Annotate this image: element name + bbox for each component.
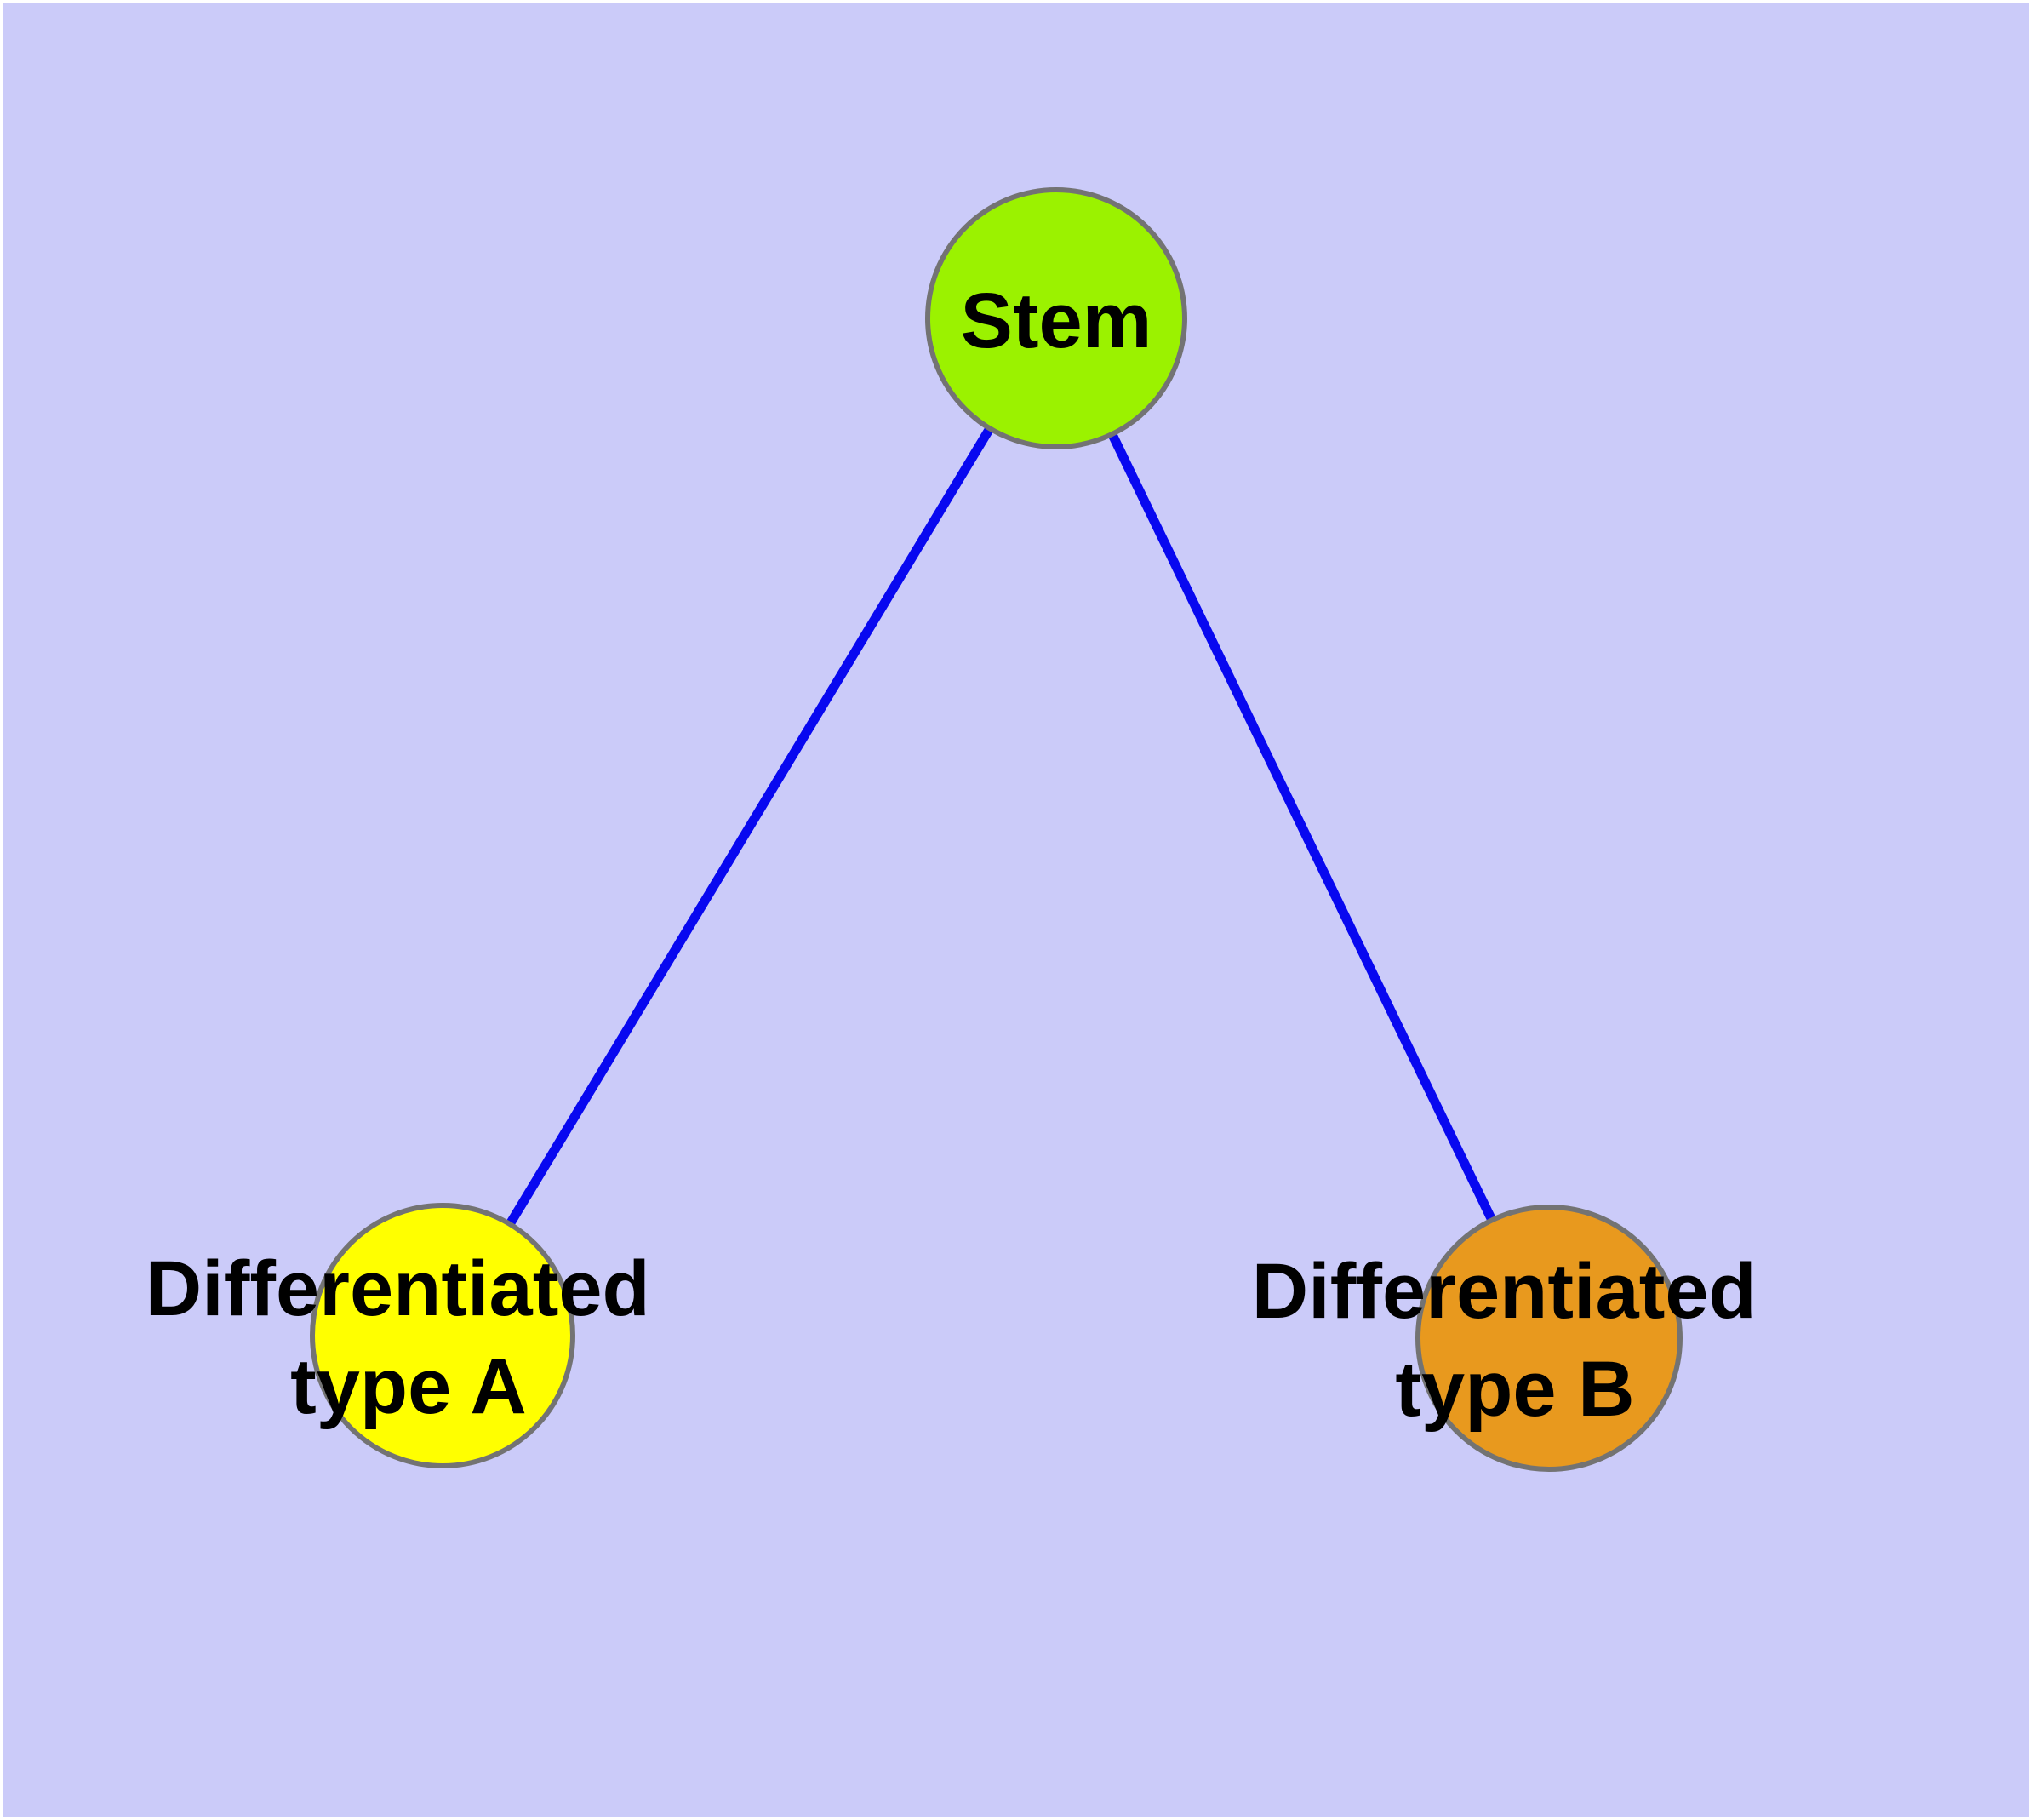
type-a-label-line-1: Differentiated [146, 1245, 650, 1332]
type-a-label: Differentiated type A [146, 1245, 672, 1430]
edge-stem-to-type-b [1052, 316, 1553, 1341]
stem-node [925, 187, 1187, 449]
type-b-label: Differentiated type B [1252, 1248, 1779, 1433]
edge-stem-to-type-a [438, 316, 1060, 1338]
type-b-label-line-2: type B [1395, 1346, 1634, 1433]
type-b-label-line-1: Differentiated [1252, 1248, 1757, 1335]
type-b-node [1415, 1205, 1683, 1472]
type-a-node [310, 1203, 575, 1468]
type-a-label-line-2: type A [290, 1343, 527, 1430]
stem-label: Stem [961, 278, 1152, 364]
